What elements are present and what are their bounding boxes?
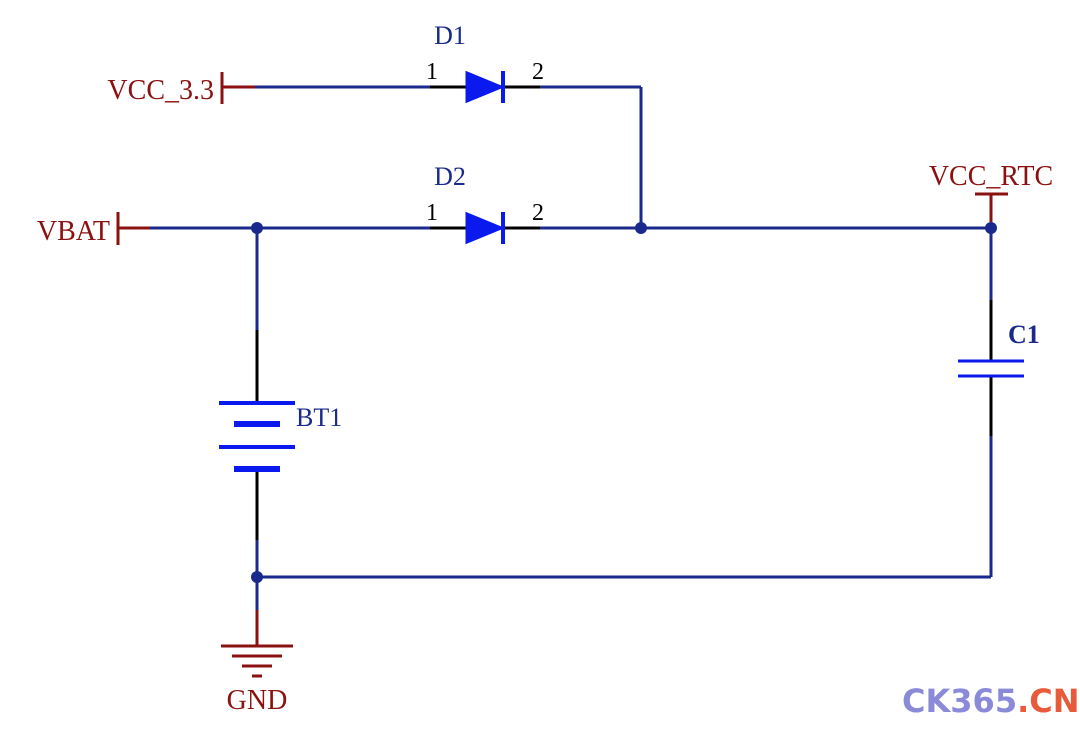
port-vbat: VBAT (37, 212, 150, 247)
d2-designator: D2 (434, 162, 466, 191)
ground-symbol: GND (221, 610, 293, 716)
watermark-part1: CK365 (902, 682, 1017, 720)
port-label-vcc-rtc: VCC_RTC (929, 161, 1053, 192)
port-vcc-rtc: VCC_RTC (929, 161, 1053, 222)
battery-bt1: BT1 (219, 330, 342, 540)
gnd-label: GND (227, 685, 288, 716)
d2-triangle (465, 211, 505, 245)
junctions (251, 222, 997, 583)
d1-pin2-label: 2 (532, 59, 544, 85)
port-label-vcc-3v3: VCC_3.3 (107, 75, 214, 106)
d2-pin1-label: 1 (426, 200, 438, 226)
port-label-vbat: VBAT (37, 216, 110, 247)
c1-designator: C1 (1008, 320, 1040, 349)
d2-pin2-label: 2 (532, 200, 544, 226)
d1-triangle (465, 70, 505, 104)
junction-vbat (251, 222, 263, 234)
watermark-logo: CK365.CN (902, 682, 1080, 720)
watermark-part2: .CN (1017, 682, 1079, 720)
junction-gnd (251, 571, 263, 583)
d1-designator: D1 (434, 21, 466, 50)
watermark: CK365.CN (902, 682, 1080, 720)
wires (150, 85, 993, 610)
diode-d1: D1 1 2 (426, 21, 544, 104)
bt1-designator: BT1 (296, 403, 342, 432)
port-vcc-3v3: VCC_3.3 (107, 72, 255, 106)
d1-pin1-label: 1 (426, 59, 438, 85)
junction-rtc (985, 222, 997, 234)
capacitor-c1: C1 (958, 300, 1040, 436)
junction-diodes (635, 222, 647, 234)
diode-d2: D2 1 2 (426, 162, 544, 245)
